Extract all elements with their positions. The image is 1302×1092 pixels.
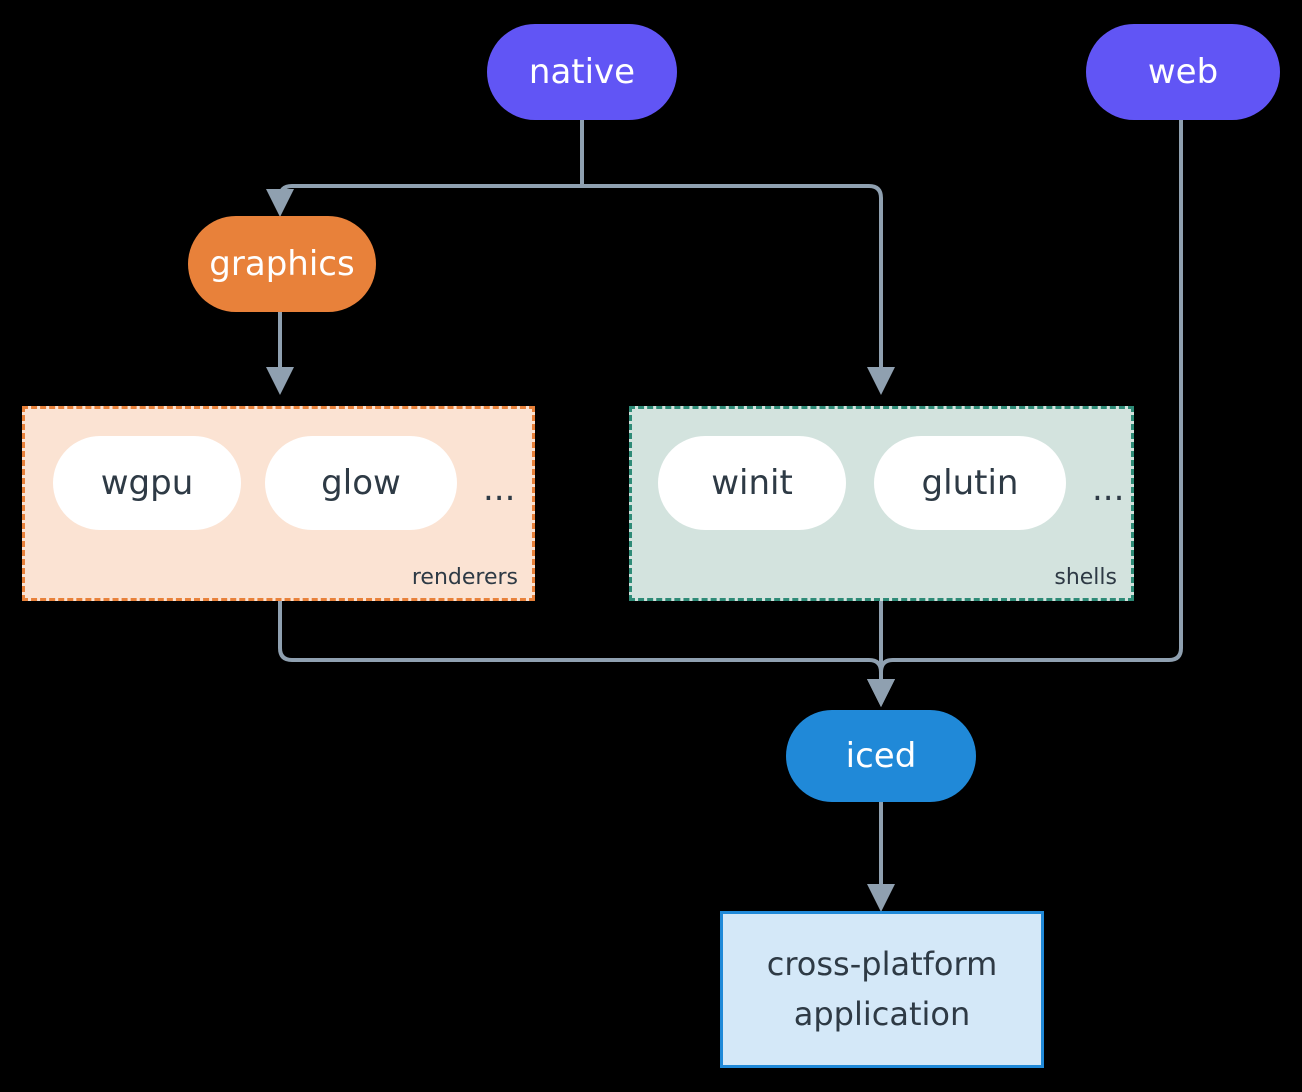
node-winit[interactable]: winit [658,436,846,530]
edge-native-shells [580,184,895,395]
node-wgpu-label: wgpu [100,463,194,503]
edge-native-graphics [266,184,584,217]
renderers-overflow-ellipsis: ... [483,469,516,509]
application-label-line2: application [793,994,971,1033]
node-winit-label: winit [711,463,793,503]
node-web[interactable]: web [1086,24,1280,120]
node-iced[interactable]: iced [786,710,976,802]
group-shells: winit glutin ... shells [629,406,1134,601]
node-wgpu[interactable]: wgpu [53,436,241,530]
group-label-renderers: renderers [411,565,518,590]
node-cross-platform-application[interactable]: cross-platform application [720,911,1044,1068]
node-glow[interactable]: glow [265,436,457,530]
node-graphics-label: graphics [209,244,355,284]
node-native-label: native [528,52,636,92]
node-glutin[interactable]: glutin [874,436,1066,530]
node-glutin-label: glutin [921,463,1019,503]
group-label-shells: shells [1054,565,1117,590]
node-glow-label: glow [321,463,401,503]
group-renderers: wgpu glow ... renderers [22,406,535,601]
node-web-label: web [1147,52,1219,92]
edge-renderers-iced [278,598,895,707]
application-label-line1: cross-platform [766,944,998,983]
node-iced-label: iced [845,736,917,776]
shells-overflow-ellipsis: ... [1092,469,1125,509]
node-graphics[interactable]: graphics [188,216,376,312]
node-native[interactable]: native [487,24,677,120]
